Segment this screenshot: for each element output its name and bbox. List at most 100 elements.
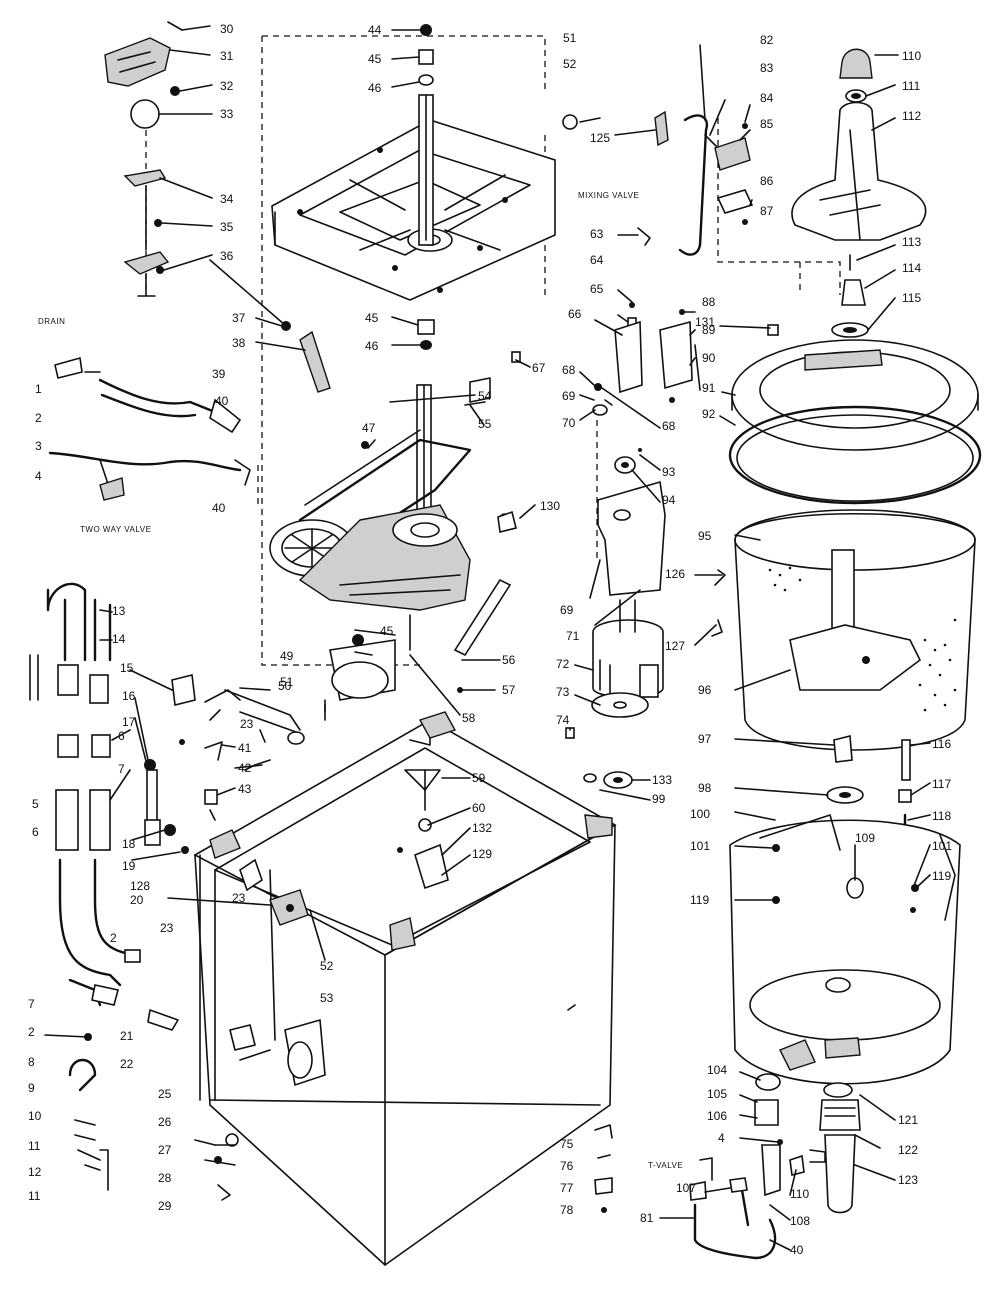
label-118: 118 [932, 809, 951, 823]
label-45c: 45 [380, 624, 394, 638]
label-14: 14 [112, 632, 126, 646]
label-11b: 11 [28, 1189, 41, 1203]
label-72: 72 [556, 657, 570, 671]
label-105: 105 [707, 1087, 727, 1101]
label-60: 60 [472, 801, 486, 815]
washer-cabinet [193, 711, 617, 1266]
label-11: 11 [28, 1139, 41, 1153]
label-86: 86 [760, 174, 774, 188]
label-47: 47 [362, 421, 376, 435]
label-128: 128 [130, 879, 150, 893]
label-122: 122 [898, 1143, 918, 1157]
label-130: 130 [540, 499, 560, 513]
label-41: 41 [238, 741, 252, 755]
label-114: 114 [902, 261, 921, 275]
label-1: 1 [35, 382, 42, 396]
label-17: 17 [122, 715, 136, 729]
label-75: 75 [560, 1137, 574, 1151]
label-22: 22 [120, 1057, 134, 1071]
label-30: 30 [220, 22, 234, 36]
label-23: 23 [160, 921, 174, 935]
label-43: 43 [238, 782, 252, 796]
label-127: 127 [665, 639, 685, 653]
label-10: 10 [28, 1109, 42, 1123]
label-26: 26 [158, 1115, 172, 1129]
label-33: 33 [220, 107, 234, 121]
label-69: 69 [562, 389, 576, 403]
label-31: 31 [220, 49, 234, 63]
label-93: 93 [662, 465, 676, 479]
label-115: 115 [902, 291, 921, 305]
label-23c: 23 [232, 891, 246, 905]
note-drain: DRAIN [38, 317, 65, 326]
valve-and-switch-parts [144, 674, 305, 854]
label-87: 87 [760, 204, 774, 218]
label-5: 5 [32, 797, 39, 811]
label-78: 78 [560, 1203, 574, 1217]
note-mixing-valve: MIXING VALVE [578, 191, 639, 200]
drain-hose-assembly [29, 582, 179, 1191]
label-69b: 69 [560, 603, 574, 617]
label-64: 64 [590, 253, 604, 267]
label-131: 131 [695, 315, 715, 329]
label-119: 119 [690, 893, 709, 907]
label-40b: 40 [212, 501, 226, 515]
label-90: 90 [702, 351, 716, 365]
label-37: 37 [232, 311, 246, 325]
label-44: 44 [368, 23, 382, 37]
label-21: 21 [120, 1029, 134, 1043]
label-23b: 23 [240, 717, 254, 731]
label-81: 81 [640, 1211, 654, 1225]
label-125: 125 [590, 131, 610, 145]
label-19: 19 [122, 859, 136, 873]
label-112: 112 [902, 109, 921, 123]
label-132: 132 [472, 821, 492, 835]
label-65: 65 [590, 282, 604, 296]
label-49: 49 [280, 649, 294, 663]
label-55: 55 [478, 417, 492, 431]
label-68b: 68 [662, 419, 676, 433]
label-45: 45 [368, 52, 382, 66]
label-6b: 6 [32, 825, 39, 839]
label-50: 50 [278, 679, 292, 693]
label-76: 76 [560, 1159, 574, 1173]
label-71: 71 [566, 629, 580, 643]
label-12: 12 [28, 1165, 42, 1179]
label-101b: 101 [932, 839, 952, 853]
label-82: 82 [760, 33, 774, 47]
label-27: 27 [158, 1143, 172, 1157]
label-110: 110 [902, 49, 921, 63]
outer-tub [689, 734, 961, 1260]
label-88: 88 [702, 295, 716, 309]
label-107: 107 [676, 1181, 696, 1195]
label-108: 108 [790, 1214, 810, 1228]
label-106: 106 [707, 1109, 727, 1123]
transmission-small-parts [281, 321, 521, 693]
label-45b: 45 [365, 311, 379, 325]
label-40c: 40 [790, 1243, 804, 1257]
label-116: 116 [932, 737, 951, 751]
label-56: 56 [502, 653, 516, 667]
label-100: 100 [690, 807, 710, 821]
label-51: 51 [280, 675, 294, 689]
label-20: 20 [130, 893, 144, 907]
label-97: 97 [698, 732, 712, 746]
label-63: 63 [590, 227, 604, 241]
label-39: 39 [212, 367, 226, 381]
agitator-shaft-parts [104, 21, 183, 297]
label-66: 66 [568, 307, 582, 321]
diagram-notes: DRAIN TWO WAY VALVE MIXING VALVE T-VALVE [38, 191, 683, 1170]
label-101: 101 [690, 839, 710, 853]
label-113: 113 [902, 235, 921, 249]
transmission-assembly [269, 384, 472, 721]
label-18: 18 [122, 837, 136, 851]
label-111: 111 [902, 79, 921, 93]
label-36: 36 [220, 249, 234, 263]
label-123: 123 [898, 1173, 918, 1187]
label-129: 129 [472, 847, 492, 861]
label-40: 40 [215, 394, 229, 408]
label-67: 67 [532, 361, 546, 375]
agitator [791, 48, 927, 338]
label-7: 7 [118, 762, 125, 776]
top-shaft-parts [418, 24, 578, 130]
